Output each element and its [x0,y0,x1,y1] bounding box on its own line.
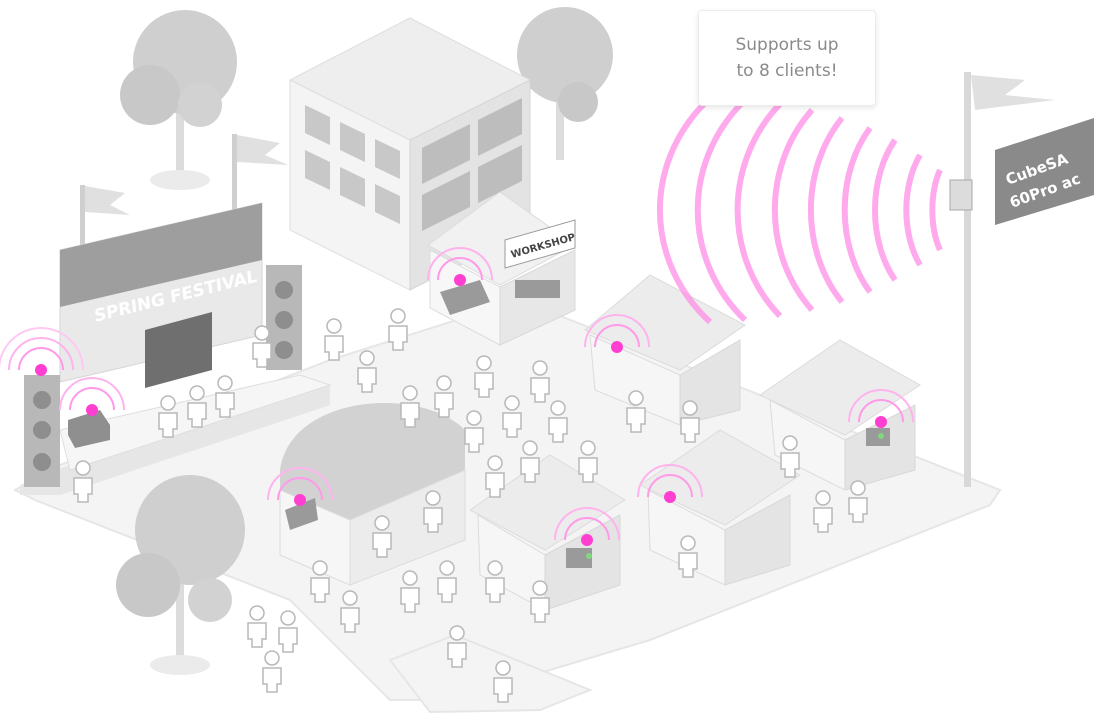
speaker-icon [266,265,302,370]
client-capacity-callout: Supports up to 8 clients! [698,10,876,106]
gazebo-booth [638,429,801,586]
wifi-signal-icon [656,95,943,325]
access-point-icon [949,179,973,211]
device-pole: CubeSA 60Pro ac [949,72,1094,487]
tree-icon [517,7,613,160]
stage-mixer [68,410,110,448]
client-device-icon [0,247,914,546]
flag-icon [80,185,130,285]
callout-line-1: Supports up [735,35,839,55]
tree-icon [116,475,245,675]
callout-line-2: to 8 clients! [736,61,838,81]
speaker-icon [24,375,60,487]
gazebo-booth [758,339,921,491]
workshop-booth: WORKSHOP [427,191,577,346]
flag-icon [232,134,288,229]
tree-icon [120,10,237,190]
